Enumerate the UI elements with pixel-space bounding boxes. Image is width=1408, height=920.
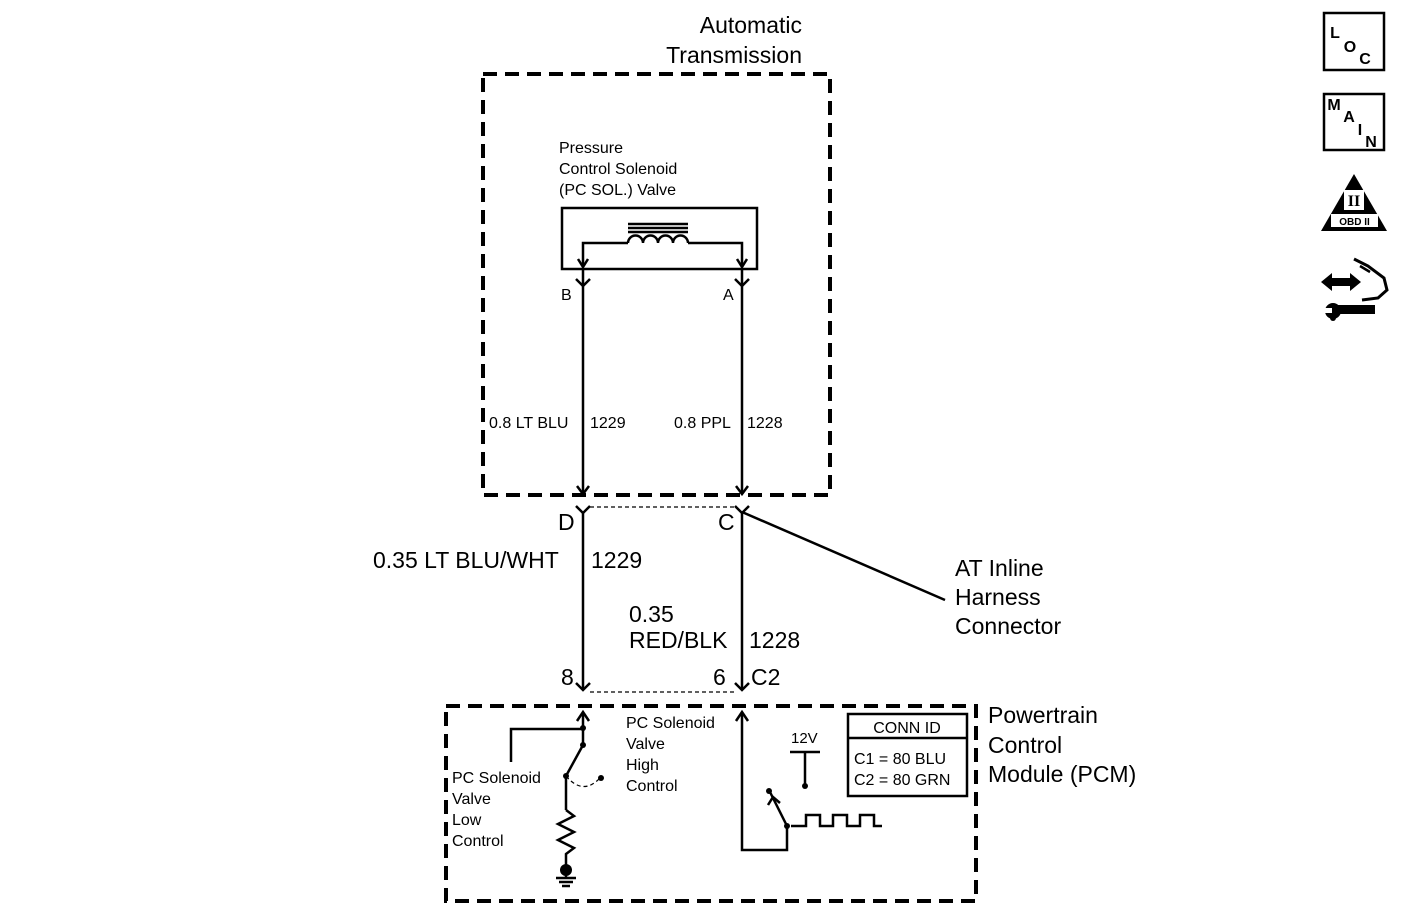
transmission-title-line2: Transmission xyxy=(666,42,802,68)
wire-1228-lower-size: 0.35 xyxy=(629,601,674,627)
hand-wrench-icon[interactable] xyxy=(1321,257,1389,321)
pcm-label-line3: Module (PCM) xyxy=(988,761,1136,787)
loc-letter-c: C xyxy=(1359,51,1371,68)
high-control-label-line4: Control xyxy=(626,778,678,795)
inline-connector-label-line3: Connector xyxy=(955,613,1061,639)
wire-1229-lower-circuit: 1229 xyxy=(591,547,642,573)
connector-c2-label: C2 xyxy=(751,664,780,690)
ground-icon xyxy=(556,870,576,888)
pcm-boundary xyxy=(444,704,978,903)
inline-connector-leader xyxy=(741,510,946,602)
wire-1229-upper-circuit: 1229 xyxy=(590,415,626,432)
wire-1228-lower-color: RED/BLK xyxy=(629,627,728,653)
low-control-circuit xyxy=(734,709,882,852)
high-control-label-line1: PC Solenoid xyxy=(626,715,715,732)
main-letter-a: A xyxy=(1343,109,1355,126)
solenoid-label-line1: Pressure xyxy=(559,140,623,157)
high-control-circuit xyxy=(509,709,604,888)
main-letter-i: I xyxy=(1358,122,1362,139)
pin-c-arrow xyxy=(735,485,749,497)
wire-1228-lower-circuit: 1228 xyxy=(749,627,800,653)
conn-id-row-c1: C1 = 80 BLU xyxy=(854,751,946,768)
wire-1228-upper-color: 0.8 PPL xyxy=(674,415,731,432)
solenoid-label-line3: (PC SOL.) Valve xyxy=(559,182,676,199)
wire-1229-lower-color: 0.35 LT BLU/WHT xyxy=(373,547,559,573)
inline-connector-label-line2: Harness xyxy=(955,584,1041,610)
pin-8-connector xyxy=(575,682,591,692)
pin-d-arrow xyxy=(576,485,590,497)
pin-6-label: 6 xyxy=(713,664,726,690)
pwm-signal-waveform xyxy=(791,813,882,828)
low-control-label-line3: Low xyxy=(452,812,482,829)
solenoid-label-line2: Control Solenoid xyxy=(559,161,677,178)
low-control-label-line2: Valve xyxy=(452,791,491,808)
loc-letter-o: O xyxy=(1344,39,1356,56)
pcm-label-line1: Powertrain xyxy=(988,702,1098,728)
pressure-control-solenoid xyxy=(560,206,759,271)
transmission-boundary xyxy=(481,72,832,497)
main-letter-m: M xyxy=(1327,97,1340,114)
conn-id-header: CONN ID xyxy=(873,720,941,737)
pin-d-connector xyxy=(575,505,591,515)
pin-c-label: C xyxy=(718,509,735,535)
pin-8-label: 8 xyxy=(561,664,574,690)
obd-numeral: II xyxy=(1348,193,1360,210)
supply-voltage-label: 12V xyxy=(791,730,818,747)
pin-a-label: A xyxy=(723,287,734,304)
low-side-resistor xyxy=(555,809,577,866)
high-control-label-line2: Valve xyxy=(626,736,665,753)
conn-id-row-c2: C2 = 80 GRN xyxy=(854,772,950,789)
wire-1228-upper-circuit: 1228 xyxy=(747,415,783,432)
pin-d-label: D xyxy=(558,509,575,535)
obd-label: OBD II xyxy=(1339,217,1370,228)
pin-b-label: B xyxy=(561,287,572,304)
main-icon[interactable]: M A I N xyxy=(1322,92,1386,152)
high-control-label-line3: High xyxy=(626,757,659,774)
low-control-label-line4: Control xyxy=(452,833,504,850)
wire-1229-upper-color: 0.8 LT BLU xyxy=(489,415,568,432)
obd-ii-icon[interactable]: II OBD II xyxy=(1321,174,1387,231)
pin-6-connector xyxy=(734,682,750,692)
transmission-title-line1: Automatic xyxy=(700,12,802,38)
conn-id-table xyxy=(846,712,969,798)
pcm-label-line2: Control xyxy=(988,732,1062,758)
inline-connector-label-line1: AT Inline xyxy=(955,555,1044,581)
pin-c-connector xyxy=(734,505,750,515)
main-letter-n: N xyxy=(1365,134,1377,151)
low-control-label-line1: PC Solenoid xyxy=(452,770,541,787)
solenoid-coil xyxy=(626,234,690,244)
loc-icon[interactable]: L O C xyxy=(1322,11,1386,72)
loc-letter-l: L xyxy=(1330,25,1340,42)
